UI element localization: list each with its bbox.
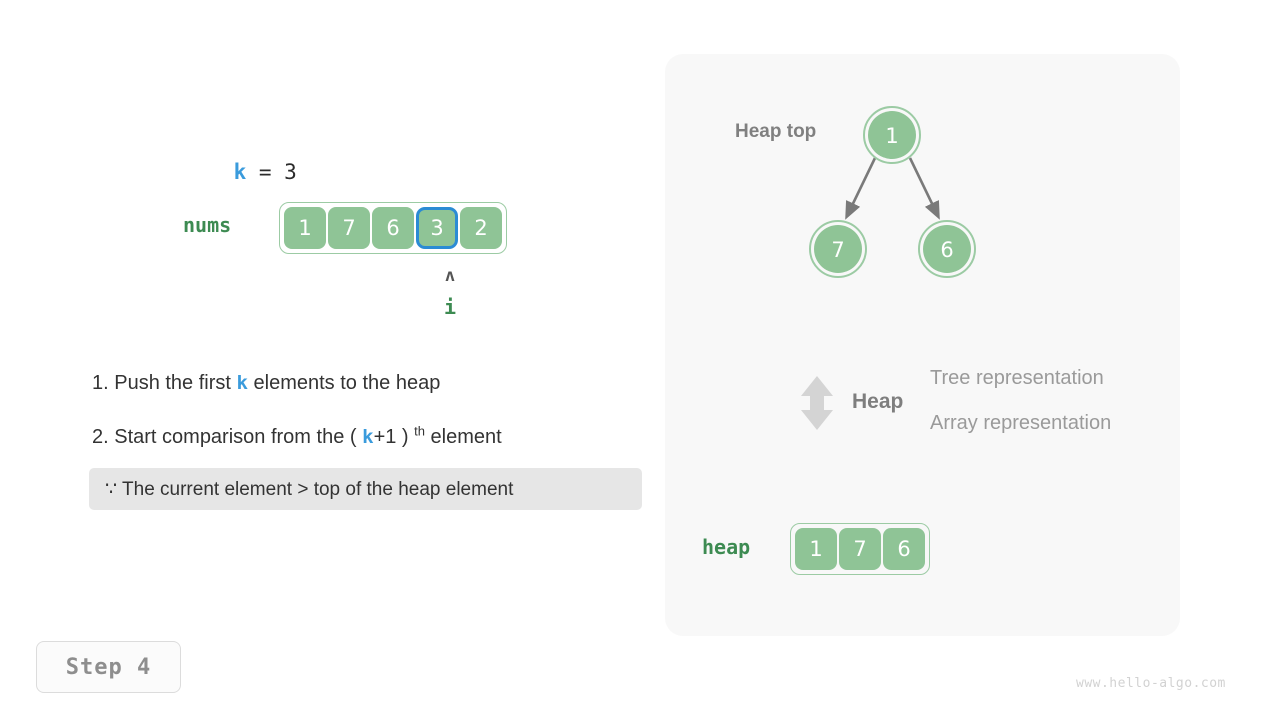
nums-array-label: nums [183,213,232,237]
step-2-suffix: element [424,426,502,448]
step-1-suffix: elements to the heap [247,372,441,394]
nums-cell-0[interactable]: 1 [284,207,326,249]
up-down-arrow-icon [801,376,833,430]
k-variable-line: k = 3 [183,141,297,204]
tree-node-right-value: 6 [940,238,953,262]
heap-top-label: Heap top [735,121,817,142]
heap-cell-0[interactable]: 1 [795,528,837,570]
step-2-prefix: 2. Start comparison from the ( [92,426,363,448]
step-badge[interactable]: Step 4 [36,641,181,693]
step-1-variable-k: k [236,372,248,394]
step-1-text: 1. Push the first k elements to the heap [92,373,440,393]
legend-tree-representation: Tree representation [930,367,1104,389]
step-1-prefix: 1. Push the first [92,372,237,394]
pointer-caret-icon: ʌ [444,266,456,286]
step-2-variable-k: k [362,426,374,448]
nums-cell-2[interactable]: 6 [372,207,414,249]
step-2-ordinal-suffix: th [414,423,425,439]
reason-text: ∵ The current element > top of the heap … [105,478,514,500]
heap-array-label: heap [702,535,751,559]
nums-cell-4[interactable]: 2 [460,207,502,249]
tree-node-left-value: 7 [831,238,844,262]
tree-node-left[interactable] [814,225,862,273]
watermark: www.hello-algo.com [1076,676,1226,691]
nums-cell-1[interactable]: 7 [328,207,370,249]
tree-node-right-outer-ring [918,220,976,278]
tree-node-root[interactable] [868,111,916,159]
heap-tree-diagram: 1 7 6 [809,106,976,278]
k-variable-name: k [233,160,247,184]
nums-array: 1 7 6 3 2 [279,202,507,254]
tree-node-root-outer-ring [863,106,921,164]
tree-node-left-outer-ring [809,220,867,278]
k-variable-value: 3 [284,160,297,184]
k-equals-sign: = [246,160,285,184]
tree-node-root-value: 1 [885,124,898,148]
heap-cell-2[interactable]: 6 [883,528,925,570]
tree-edge-root-right [908,157,940,220]
pointer-index-label: i [443,295,457,319]
heap-array: 1 7 6 [790,523,930,575]
step-badge-label: Step 4 [65,654,152,680]
tree-edge-root-left [845,157,877,220]
reason-callout-box: ∵ The current element > top of the heap … [89,468,642,510]
left-explanation-panel: k = 3 nums 1 7 6 3 2 ʌ i 1. Push the fir… [36,141,642,693]
legend-array-representation: Array representation [930,412,1112,434]
legend-heap-label: Heap [852,390,904,413]
tree-node-right[interactable] [923,225,971,273]
step-2-mid: +1 ) [373,426,415,448]
nums-cell-3-highlighted[interactable]: 3 [416,207,458,249]
step-2-text: 2. Start comparison from the ( k+1 ) th … [92,424,502,448]
heap-cell-1[interactable]: 7 [839,528,881,570]
